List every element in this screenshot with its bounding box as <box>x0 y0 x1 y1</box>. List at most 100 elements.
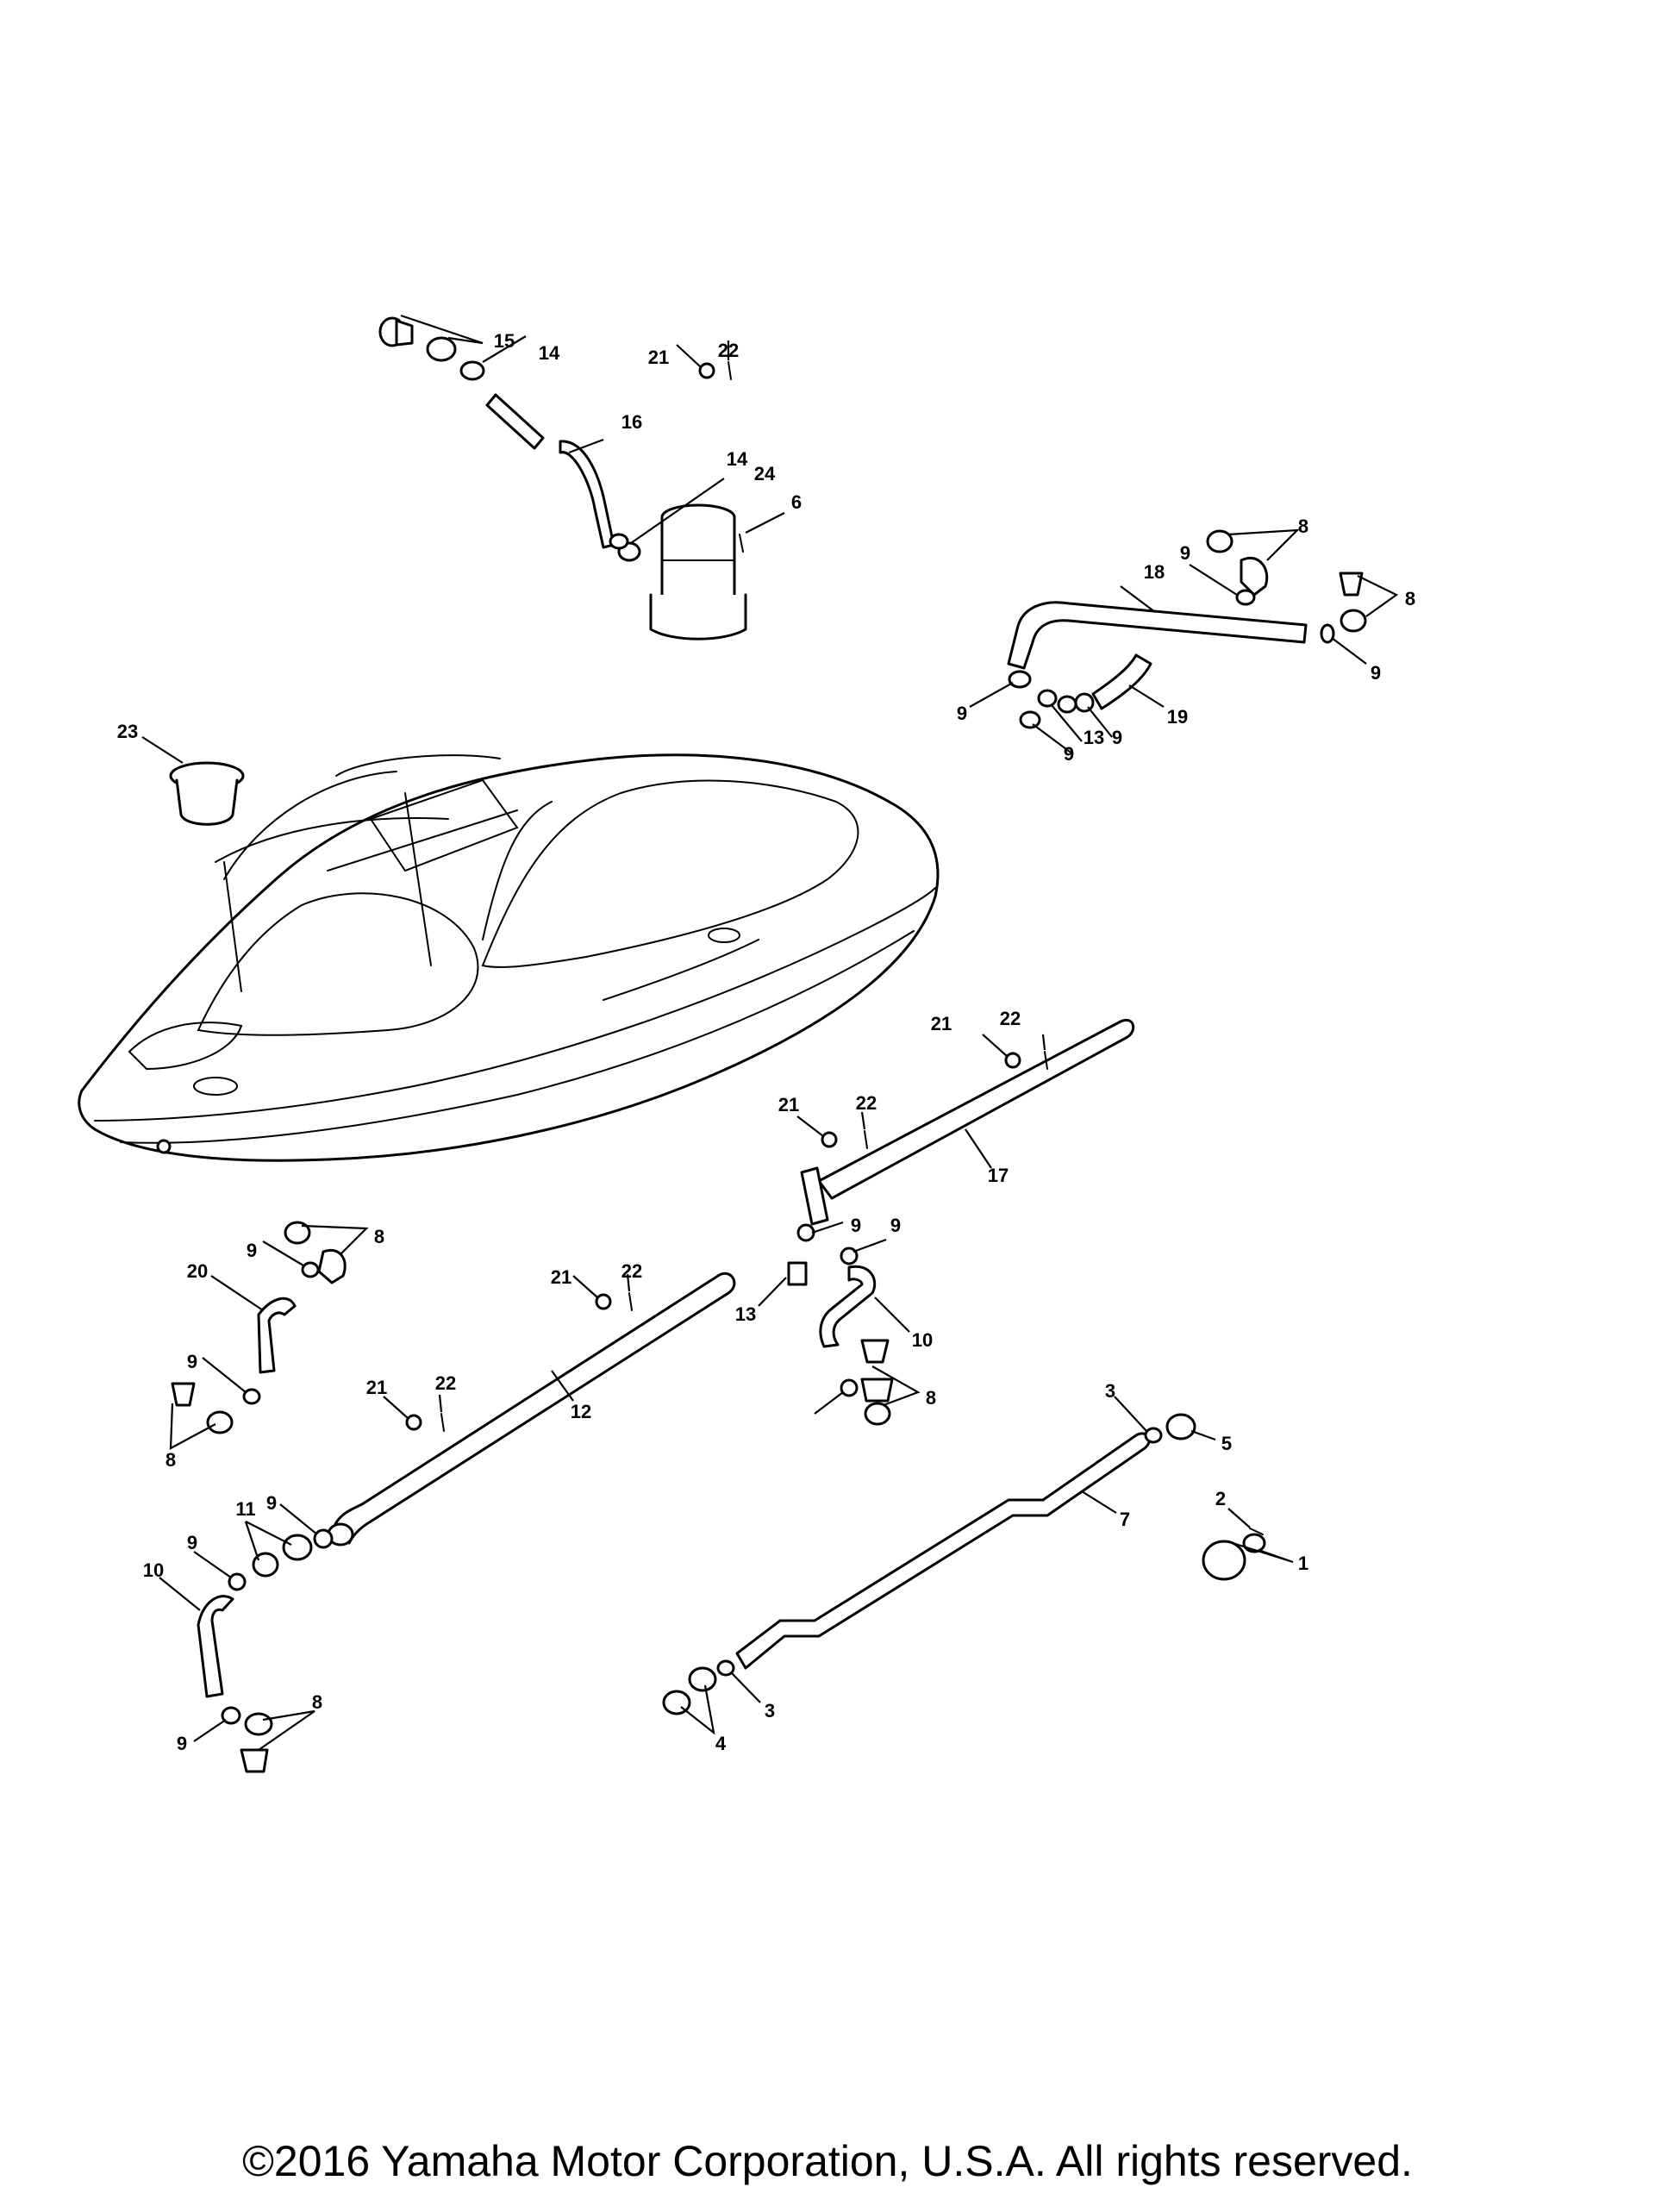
callout-7: 7 <box>1120 1509 1130 1530</box>
part-15-fitting <box>378 314 484 362</box>
part-9-clamp <box>1189 564 1367 665</box>
part-14-clamp <box>459 335 527 381</box>
callout-20: 20 <box>187 1260 208 1282</box>
callout-17: 17 <box>988 1165 1009 1186</box>
callout-9: 9 <box>1180 542 1190 564</box>
part-9-clamp-upper-left <box>262 1240 320 1278</box>
part-16-hose <box>485 393 615 549</box>
part-3-washer-upper <box>1114 1396 1163 1444</box>
part-1-drain-plug <box>1202 1533 1294 1581</box>
part-21-clip-12a <box>572 1275 612 1310</box>
callout-16: 16 <box>621 411 642 433</box>
part-9-clamp-bottom-left <box>193 1706 241 1742</box>
part-5-fitting <box>1165 1413 1216 1441</box>
callout-23: 23 <box>117 721 138 742</box>
part-17-pipe <box>800 1018 1135 1226</box>
callout-21: 21 <box>551 1266 571 1288</box>
callout-13: 13 <box>1084 727 1104 748</box>
callout-1: 1 <box>1298 1553 1308 1574</box>
boat-hull <box>78 753 940 1162</box>
callout-14: 14 <box>539 342 560 364</box>
parts-diagram: 15 14 16 21 22 14 24 6 8 9 8 18 9 9 13 9… <box>78 314 1415 1773</box>
part-8-fitting-upper-left <box>284 1221 369 1284</box>
callout-22: 22 <box>1000 1008 1021 1029</box>
callout-3: 3 <box>765 1700 775 1721</box>
callout-8: 8 <box>926 1387 936 1409</box>
callout-9: 9 <box>1112 727 1122 748</box>
part-8-fitting-mid-left <box>169 1382 234 1450</box>
part-8-fitting-center <box>860 1339 921 1426</box>
part-10-hose-center <box>819 1265 910 1348</box>
part-23-cup-holder <box>141 736 245 826</box>
callout-13: 13 <box>735 1303 756 1325</box>
part-8-fitting-bottom-left <box>240 1709 315 1773</box>
callout-21: 21 <box>931 1013 952 1034</box>
callout-21: 21 <box>366 1377 387 1398</box>
part-3-washer-lower <box>716 1659 761 1703</box>
callout-9: 9 <box>266 1492 277 1514</box>
callout-24: 24 <box>754 463 776 484</box>
callout-6: 6 <box>791 491 802 513</box>
callout-8: 8 <box>1405 588 1415 609</box>
callout-2: 2 <box>1215 1488 1226 1509</box>
copyright-notice: ©2016 Yamaha Motor Corporation, U.S.A. A… <box>242 2137 1413 2185</box>
part-12-pipe <box>327 1272 736 1547</box>
part-9-clamp-11 <box>193 1551 247 1591</box>
callout-9: 9 <box>247 1240 257 1261</box>
part-7-pipe <box>735 1432 1151 1670</box>
callout-8: 8 <box>1298 516 1308 537</box>
part-11-fitting <box>244 1521 313 1578</box>
callout-8: 8 <box>374 1226 384 1247</box>
callout-8: 8 <box>166 1449 176 1471</box>
part-10-hose-left <box>159 1577 234 1698</box>
callout-9: 9 <box>851 1215 861 1236</box>
part-22-screw-12a <box>626 1273 633 1311</box>
part-2-screw <box>1227 1508 1264 1535</box>
part-22-screw-12b <box>438 1394 445 1432</box>
part-9-clamp-mid-left <box>202 1357 261 1405</box>
callout-12: 12 <box>571 1401 591 1422</box>
part-21-clip-17b <box>796 1115 838 1148</box>
callout-22: 22 <box>621 1260 642 1282</box>
callout-21: 21 <box>648 347 669 368</box>
callout-14: 14 <box>727 448 748 470</box>
part-9-clamp-right <box>1074 692 1113 738</box>
part-4-fitting <box>662 1666 717 1735</box>
callout-11: 11 <box>235 1498 255 1520</box>
part-19-hose <box>1091 653 1165 710</box>
part-22-screw-17a <box>1041 1034 1048 1070</box>
part-24-bilge-pump <box>609 478 747 640</box>
part-21-clip <box>676 344 715 379</box>
part-21-clip-12b <box>383 1396 422 1431</box>
part-9-clamp-12 <box>279 1503 334 1549</box>
callout-21: 21 <box>778 1094 799 1115</box>
part-22-screw-17b <box>860 1111 868 1149</box>
callout-9: 9 <box>1064 743 1074 765</box>
callout-9: 9 <box>1371 662 1381 684</box>
part-13-tee-center <box>758 1261 808 1307</box>
callout-9: 9 <box>177 1733 187 1754</box>
part-13-tee <box>1019 689 1083 755</box>
callout-9: 9 <box>187 1351 197 1372</box>
part-8-fitting <box>1206 528 1399 633</box>
part-18-hose <box>1007 585 1308 670</box>
part-9-clamp-center <box>796 1221 887 1265</box>
callout-9: 9 <box>187 1532 197 1553</box>
callout-3: 3 <box>1105 1380 1115 1402</box>
part-6-screw <box>739 512 785 553</box>
part-9-clamp-center-low <box>814 1378 859 1415</box>
part-9-clamp-left <box>969 670 1032 708</box>
callout-10: 10 <box>912 1329 933 1351</box>
callout-10: 10 <box>143 1559 164 1581</box>
callout-8: 8 <box>312 1691 322 1713</box>
callout-19: 19 <box>1167 706 1188 728</box>
callout-18: 18 <box>1144 561 1165 583</box>
callout-15: 15 <box>494 330 515 352</box>
part-22-screw <box>727 341 732 380</box>
callout-5: 5 <box>1221 1433 1232 1454</box>
callout-22: 22 <box>718 340 739 361</box>
part-20-hose <box>210 1275 297 1374</box>
callout-22: 22 <box>856 1092 877 1114</box>
callout-4: 4 <box>715 1733 727 1754</box>
callout-9: 9 <box>890 1215 901 1236</box>
